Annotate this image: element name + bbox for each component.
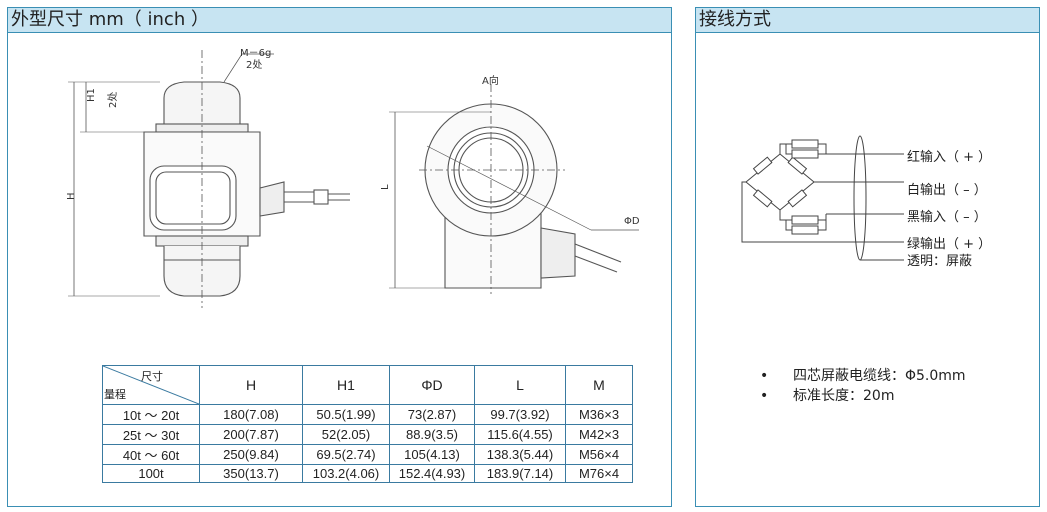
note-bullet: • <box>760 368 769 384</box>
h1-dimension-label: H1 <box>86 88 97 102</box>
note-item: • 四芯屏蔽电缆线：Φ5.0mm <box>760 366 966 386</box>
wire-black-input-label: 黑输入（ – ） <box>907 210 987 225</box>
side-view-drawing <box>389 84 639 294</box>
wire-green-output-label: 绿输出（ + ） <box>907 237 992 252</box>
wire-red-input-label: 红输入（ + ） <box>907 150 992 165</box>
table-cell: 25t ～ 30t <box>102 424 200 445</box>
table-cell: 73(2.87) <box>389 404 475 425</box>
table-cell: 183.9(7.14) <box>474 464 566 483</box>
corner-size-label: 尺寸 <box>141 371 163 383</box>
table-cell: 115.6(4.55) <box>474 424 566 445</box>
table-cell: 52(2.05) <box>302 424 390 445</box>
table-cell: 100t <box>102 464 200 483</box>
column-header-h1: H1 <box>302 365 390 405</box>
corner-range-label: 量程 <box>104 389 126 401</box>
table-row: 10t ～ 20t 180(7.08) 50.5(1.99) 73(2.87) … <box>102 404 633 425</box>
h-dimension-label: H <box>66 192 77 200</box>
view-a-label: A向 <box>482 76 499 87</box>
h1-count-label: 2处 <box>108 91 119 108</box>
note-cable-spec: 四芯屏蔽电缆线：Φ5.0mm <box>793 368 966 384</box>
table-cell: 103.2(4.06) <box>302 464 390 483</box>
table-row: 40t ～ 60t 250(9.84) 69.5(2.74) 105(4.13)… <box>102 444 633 465</box>
table-cell: M36×3 <box>565 404 633 425</box>
column-header-diameter: ΦD <box>389 365 475 405</box>
note-item: • 标准长度：20m <box>760 386 966 406</box>
table-cell: 200(7.87) <box>199 424 303 445</box>
table-cell: M42×3 <box>565 424 633 445</box>
cable-notes: • 四芯屏蔽电缆线：Φ5.0mm • 标准长度：20m <box>760 366 966 406</box>
table-cell: 250(9.84) <box>199 444 303 465</box>
table-cell: 10t ～ 20t <box>102 404 200 425</box>
note-cable-length: 标准长度：20m <box>793 388 895 404</box>
table-cell: 138.3(5.44) <box>474 444 566 465</box>
diameter-label: ΦD <box>624 216 640 227</box>
wiring-panel-title: 接线方式 <box>696 8 1039 33</box>
wire-white-output-label: 白输出（ – ） <box>907 183 987 198</box>
thread-count-label: 2处 <box>246 60 263 71</box>
table-header-row: 尺寸 量程 H H1 ΦD L M <box>102 365 633 405</box>
wire-shield-label: 透明：屏蔽 <box>907 254 973 269</box>
table-cell: 88.9(3.5) <box>389 424 475 445</box>
table-cell: 69.5(2.74) <box>302 444 390 465</box>
column-header-m: M <box>565 365 633 405</box>
table-cell: 40t ～ 60t <box>102 444 200 465</box>
table-corner-cell: 尺寸 量程 <box>102 365 200 405</box>
table-cell: 180(7.08) <box>199 404 303 425</box>
dimension-table: 尺寸 量程 H H1 ΦD L M 10t ～ 20t 180(7.08) 50… <box>102 365 633 483</box>
table-cell: M56×4 <box>565 444 633 465</box>
l-dimension-label: L <box>380 184 391 190</box>
table-cell: 152.4(4.93) <box>389 464 475 483</box>
column-header-l: L <box>474 365 566 405</box>
table-cell: M76×4 <box>565 464 633 483</box>
wiring-diagram <box>741 135 904 261</box>
table-cell: 105(4.13) <box>389 444 475 465</box>
wiring-panel: 接线方式 <box>695 7 1040 507</box>
table-row: 25t ～ 30t 200(7.87) 52(2.05) 88.9(3.5) 1… <box>102 424 633 445</box>
table-cell: 50.5(1.99) <box>302 404 390 425</box>
front-view-drawing <box>68 50 350 308</box>
table-cell: 99.7(3.92) <box>474 404 566 425</box>
column-header-h: H <box>199 365 303 405</box>
thread-label: M－6g <box>240 48 272 59</box>
note-bullet: • <box>760 388 769 404</box>
table-row: 100t 350(13.7) 103.2(4.06) 152.4(4.93) 1… <box>102 464 633 483</box>
table-cell: 350(13.7) <box>199 464 303 483</box>
dimensions-panel-title: 外型尺寸 mm（ inch ） <box>8 8 671 33</box>
